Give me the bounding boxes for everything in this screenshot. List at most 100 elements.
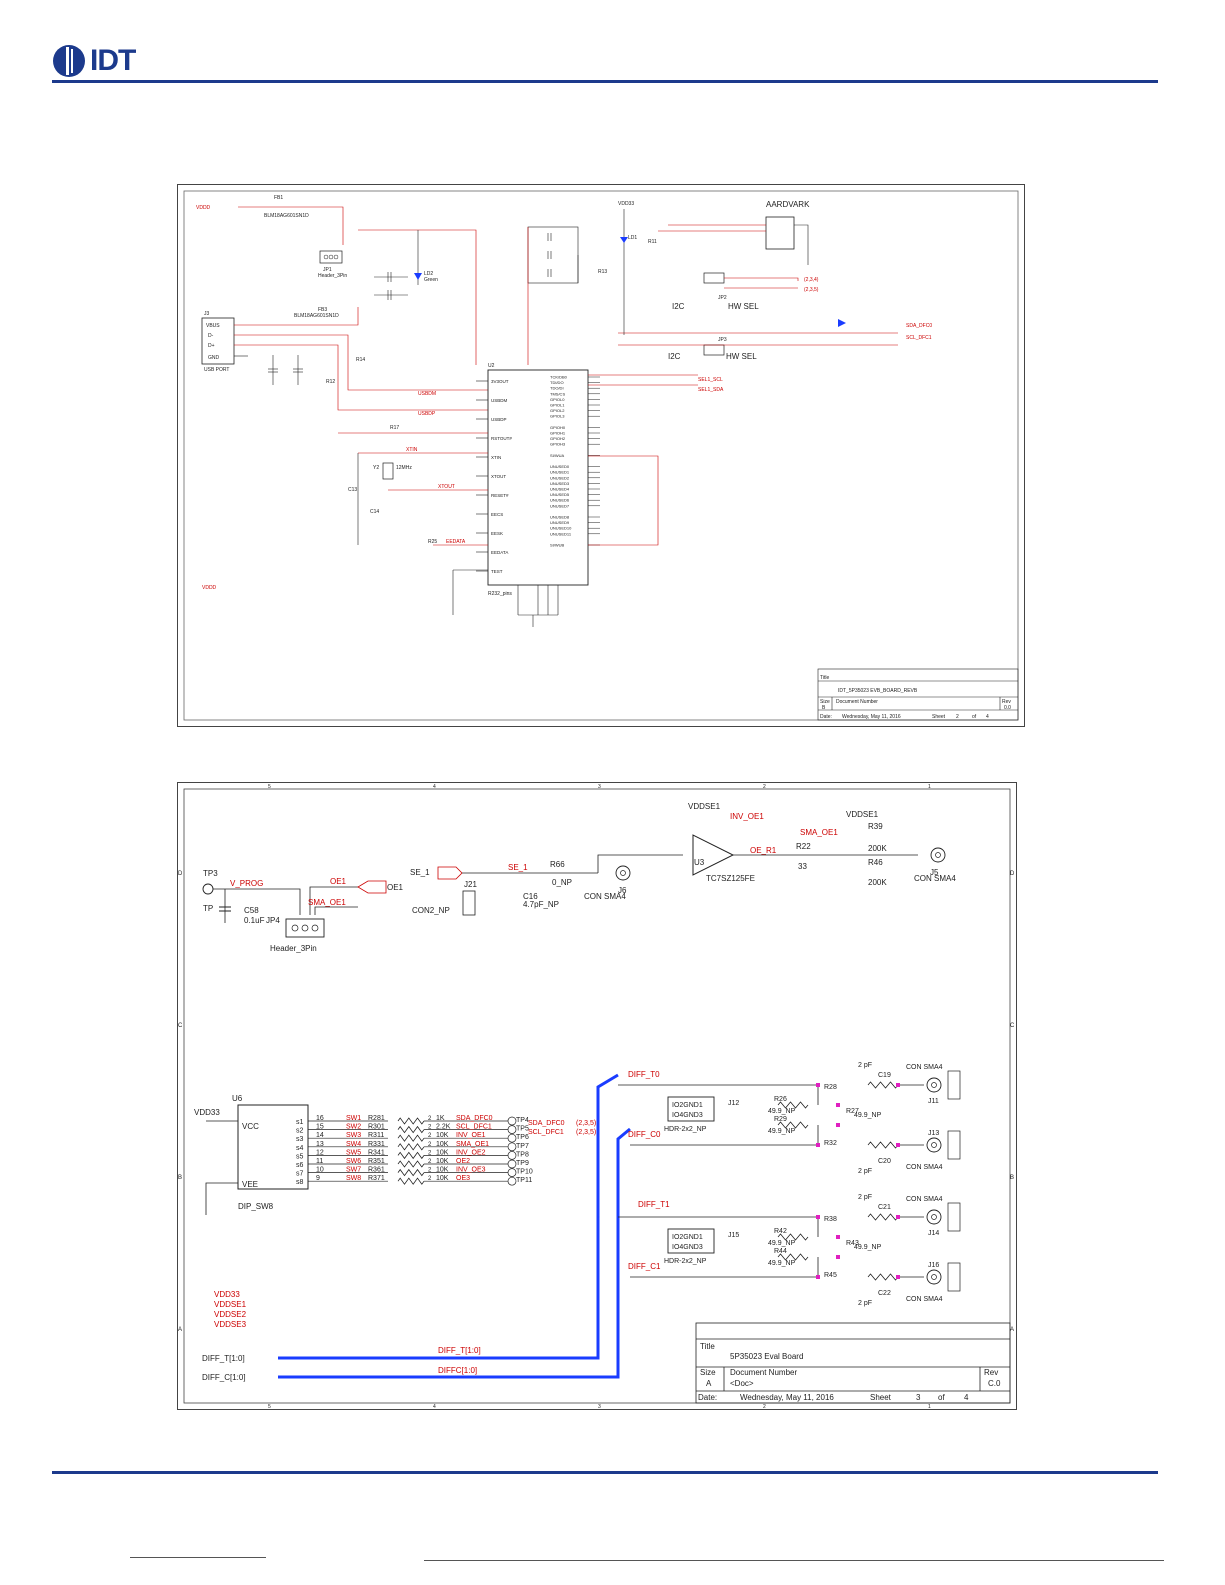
dip-s-label: s8 [296, 1179, 304, 1186]
eedata-net: EEDATA [446, 539, 466, 545]
dip-resistor-value: 10K [436, 1141, 449, 1148]
grid-right-marker: A [1010, 1327, 1014, 1333]
dip-resistor-label: R331 [368, 1141, 385, 1148]
dip-testpoint-label: TP4 [516, 1117, 529, 1124]
r-series-top [867, 1213, 899, 1221]
dip-pin-number: 12 [316, 1149, 324, 1156]
u2-right-pin-label: UNUSED0 [550, 464, 570, 469]
dip-testpoint-label: TP6 [516, 1134, 529, 1141]
junction-node [836, 1103, 840, 1107]
jp1-part: Header_3Pin [318, 273, 347, 279]
u6-label: U6 [232, 1094, 243, 1103]
c-top-val: 2 pF [858, 1062, 872, 1069]
jp1-label: JP1 [323, 267, 332, 273]
dip-pin-number: 10 [316, 1167, 324, 1174]
u2-left-pin-label: EECS [491, 512, 503, 517]
sda-dfc0-ref: (2,3,5) [804, 287, 819, 293]
tb1-docnum-label: Document Number [836, 699, 878, 705]
j21-label: J21 [464, 880, 477, 889]
grid-left-marker: B [178, 1175, 182, 1181]
i2c-label-1: I2C [672, 302, 685, 311]
dip-resistor [397, 1134, 425, 1142]
tb1-date: Wednesday, May 11, 2016 [842, 714, 901, 720]
u2-right-pin-label: GPIOH1 [550, 431, 566, 436]
hdr-j-label: J12 [728, 1100, 739, 1107]
sda-dfc0-net: SDA_DFC0 [906, 323, 932, 329]
junction-node [896, 1083, 900, 1087]
pwr-vddse2: VDDSE2 [214, 1310, 247, 1319]
hdr-io2gnd1: IO2GND1 [672, 1102, 703, 1109]
dip-pin-number: 11 [316, 1158, 323, 1165]
dip-pin2: 2 [428, 1116, 432, 1122]
dip-resistor [397, 1151, 425, 1160]
r-term-bot [777, 1253, 809, 1261]
r-term-mid-label: R43 [846, 1240, 859, 1247]
sma-pins [947, 1262, 961, 1292]
tb1-title-label: Title [820, 675, 829, 681]
r25-label: R25 [428, 539, 437, 545]
junction-node [816, 1215, 820, 1219]
pwr-vddse3: VDDSE3 [214, 1320, 247, 1329]
r39-value: 200K [868, 844, 887, 853]
sma-con-label: CON SMA4 [906, 1196, 943, 1203]
dip-pin-number: 14 [316, 1132, 324, 1139]
dip-testpoint [507, 1142, 517, 1152]
tb2-sheet: 3 [916, 1393, 921, 1402]
u2-left-pin-label: RESET# [491, 493, 509, 498]
grid-bottom-marker: 4 [433, 1404, 436, 1409]
dip-sw-net: SW1 [346, 1115, 361, 1122]
dip-testpoint [507, 1116, 517, 1126]
footer-link-line [130, 1557, 266, 1558]
dip-testpoint-label: TP5 [516, 1126, 529, 1133]
junction-node [816, 1275, 820, 1279]
sma-connector [926, 1077, 942, 1093]
sel1-scl-net: SEL1_SCL [698, 377, 723, 383]
dip-resistor [397, 1160, 425, 1168]
jp3-label: JP3 [718, 337, 727, 343]
c58-value: 0.1uF [244, 916, 265, 925]
dip-sda-ref: (2,3,5) [576, 1120, 596, 1127]
dip-resistor-value: 10K [436, 1167, 449, 1174]
u2-right-pin-label: UNUSED6 [550, 498, 570, 503]
u2-right-pin-label: GPIOL2 [550, 408, 565, 413]
dip-resistor-value: 10K [436, 1132, 449, 1139]
r-term-top [777, 1233, 809, 1241]
sma-oe1-net: SMA_OE1 [800, 828, 838, 837]
u2-right-pin-label: GPIOL1 [550, 403, 565, 408]
tb1-rev-label: Rev [1002, 699, 1011, 705]
dip-s-label: s3 [296, 1136, 304, 1143]
i2c-label-2: I2C [668, 352, 681, 361]
grid-top-marker: 2 [763, 784, 766, 790]
u2-right-pin-label: SI/WUB [550, 543, 565, 548]
r14-label: R14 [356, 357, 365, 363]
dip-resistor-label: R371 [368, 1175, 385, 1182]
con2-np-label: CON2_NP [412, 906, 450, 915]
u2-right-pin-label: GPIOL0 [550, 397, 565, 402]
vdd33-label: VDD33 [618, 201, 634, 207]
tb1-of-label: of [972, 714, 977, 720]
dip-resistor [397, 1125, 425, 1134]
y2-label: Y2 [373, 465, 379, 471]
scl-dfc1-ref: (2,3,4) [804, 277, 819, 283]
se1-net: SE_1 [508, 863, 528, 872]
tb2-sheet-label: Sheet [870, 1393, 892, 1402]
tb2-size: A [706, 1379, 712, 1388]
dip-pin2: 2 [428, 1133, 432, 1139]
tb2-rev: C.0 [988, 1379, 1001, 1388]
dip-testpoint-label: TP11 [516, 1177, 532, 1184]
dip-sw-net: SW8 [346, 1175, 361, 1182]
u2-left-pin-label: EESK [491, 531, 503, 536]
u2-left-pin-label: TEST [491, 569, 503, 574]
oe1-port: OE1 [387, 883, 404, 892]
dip-sda-offpage: SDA_DFC0 [528, 1120, 565, 1127]
scl-dfc1-net: SCL_DFC1 [906, 335, 932, 341]
dip-testpoint [507, 1159, 517, 1169]
dip-resistor-label: R311 [368, 1132, 384, 1139]
tb2-title-label: Title [700, 1342, 715, 1351]
u2-left-pin-label: 3V3OUT [491, 379, 509, 384]
dip-net-label: OE3 [456, 1175, 470, 1182]
u2-right-pin-label: GPIOH3 [550, 442, 566, 447]
grid-right-marker: B [1010, 1175, 1014, 1181]
dip-resistor-label: R351 [368, 1158, 385, 1165]
se1-port: SE_1 [410, 868, 430, 877]
